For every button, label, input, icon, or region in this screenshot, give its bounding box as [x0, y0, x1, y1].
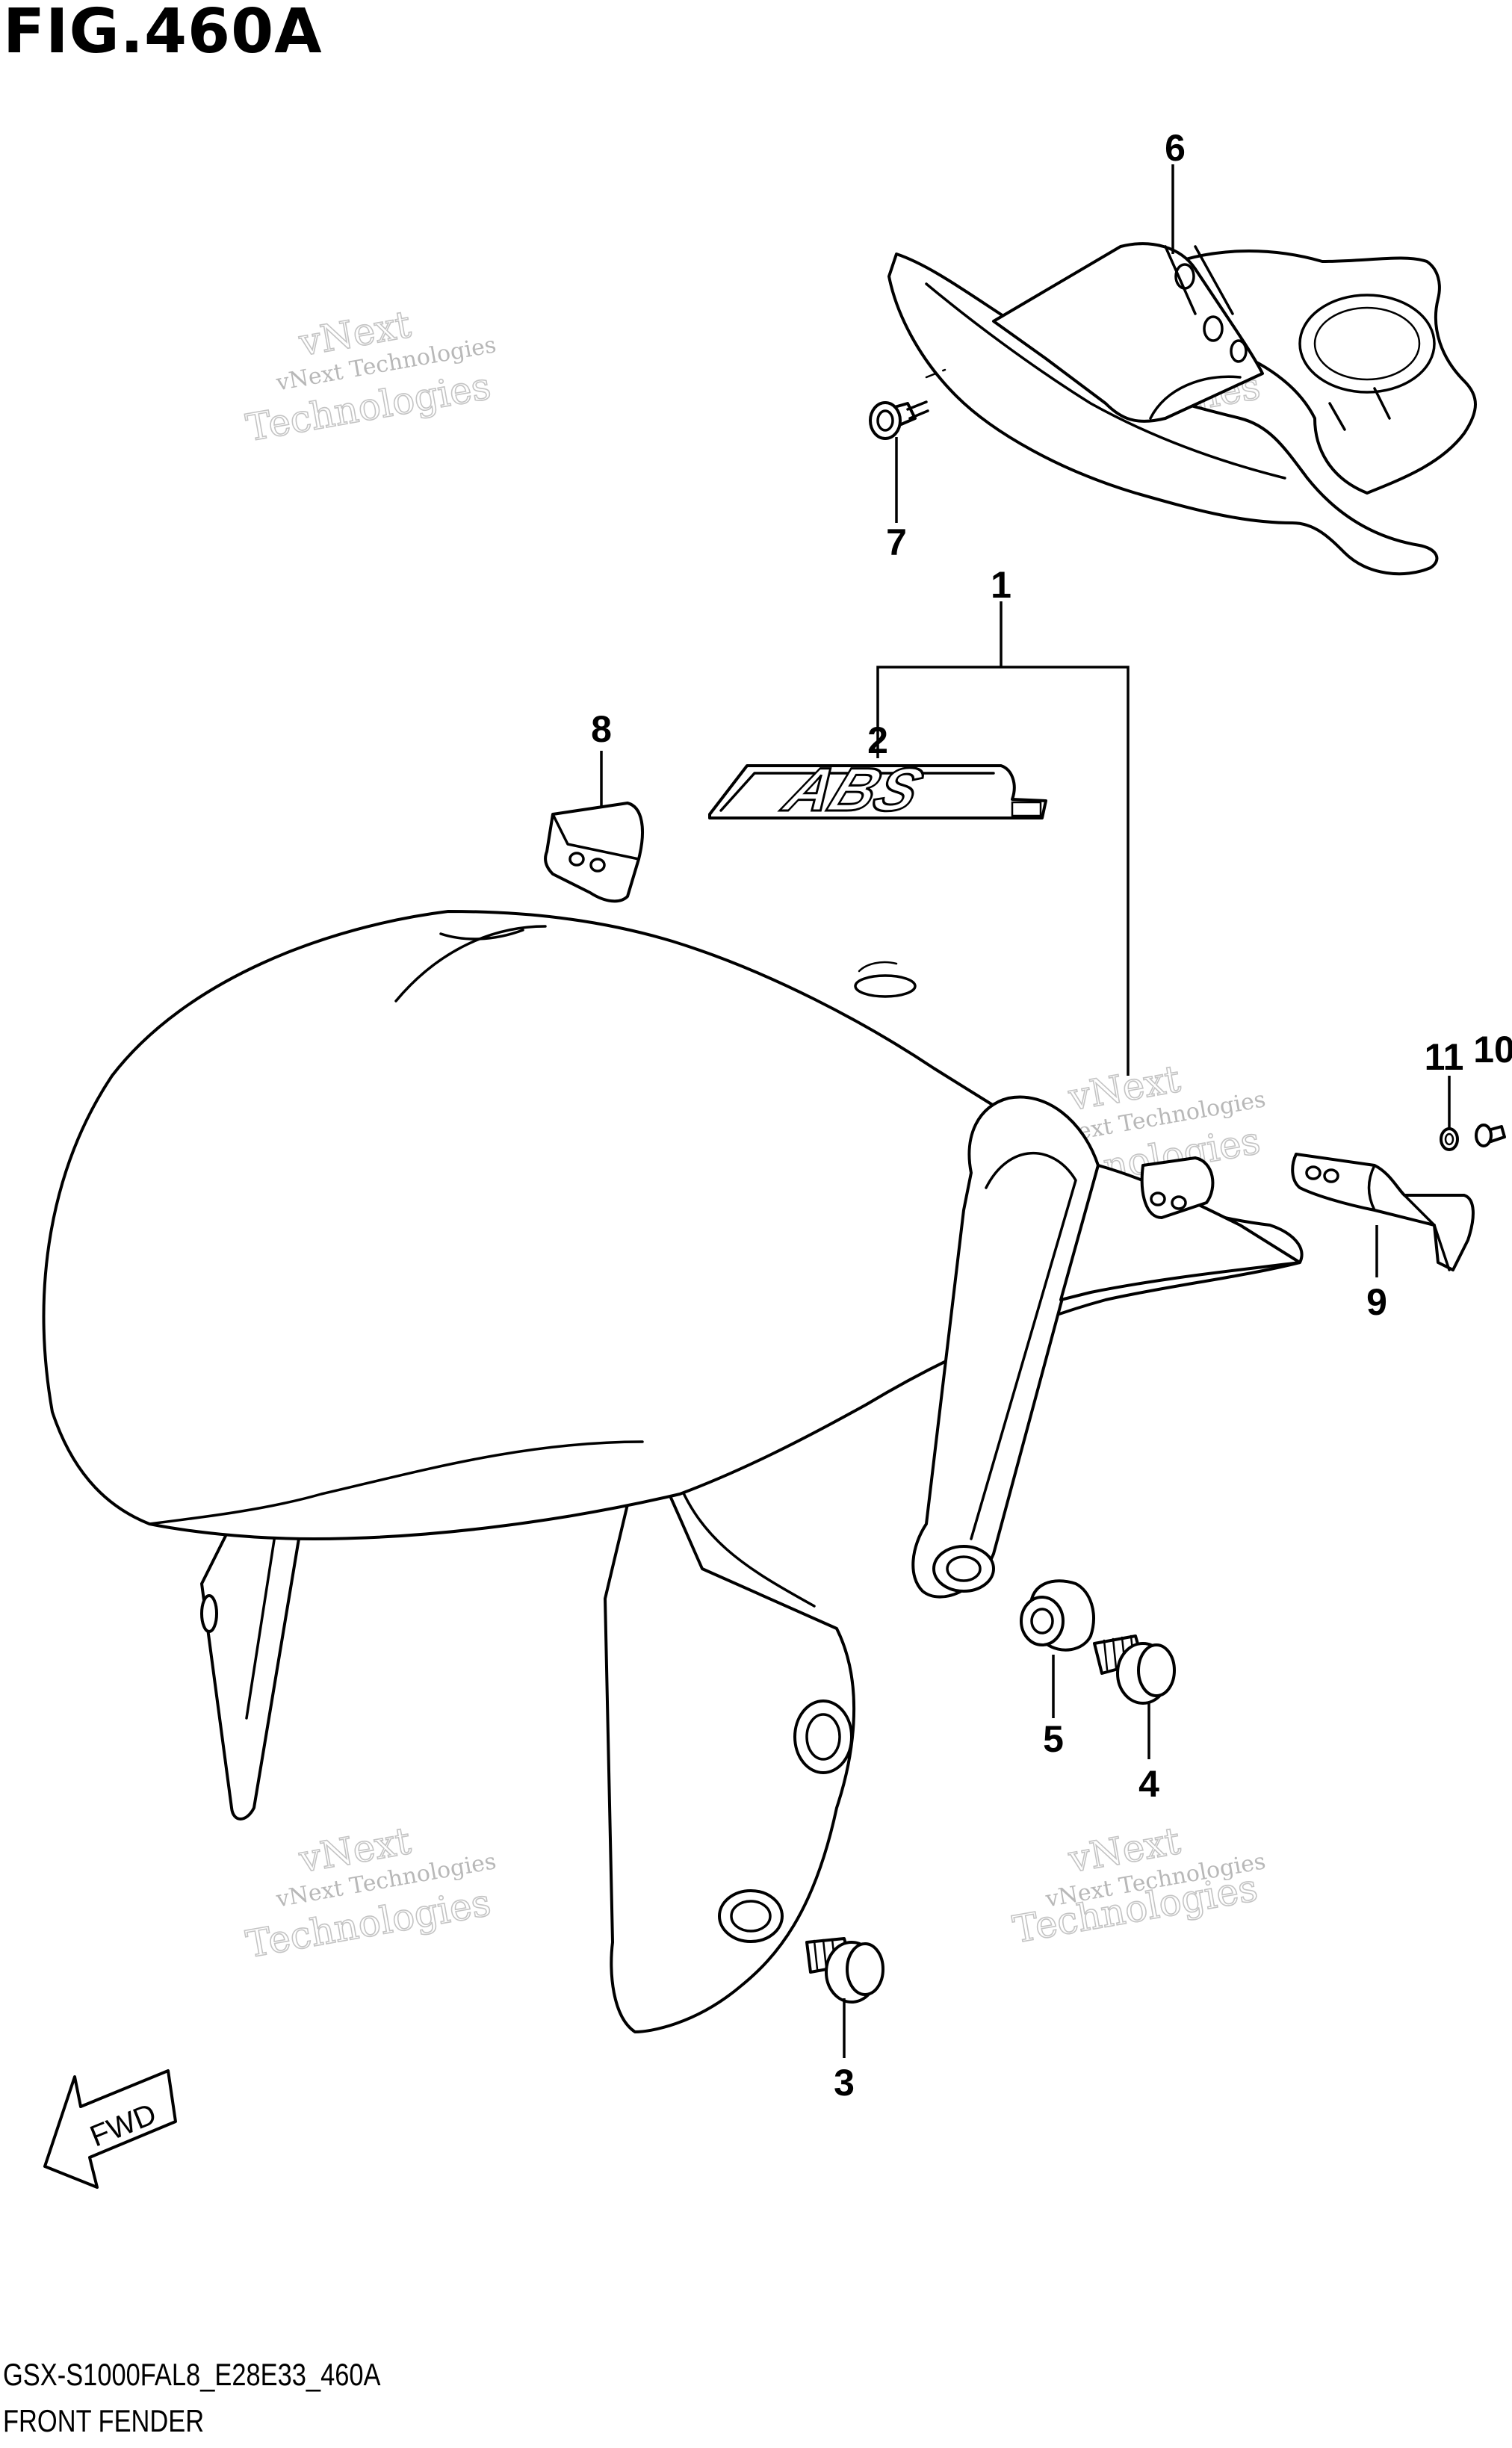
section-name: FRONT FENDER: [3, 2403, 205, 2438]
callout-6: 6: [1165, 127, 1186, 169]
bolt-part-4: [1093, 1634, 1176, 1705]
callout-7: 7: [886, 521, 907, 563]
abs-emblem-part-2: ABS: [708, 754, 1047, 825]
washer-part-11: [1440, 1127, 1459, 1151]
model-code: GSX-S1000FAL8_E28E33_460A: [3, 2357, 381, 2392]
screw-part-7: [869, 368, 946, 440]
figure-title: FIG.460A: [3, 0, 323, 67]
screw-part-10: [1475, 1124, 1506, 1147]
watermark-bottom-right: vNext vNext Technologies Technologies: [1009, 1818, 1268, 1952]
forward-direction-arrow: FWD: [43, 2069, 177, 2189]
grommet-part-5: [1020, 1579, 1095, 1652]
callout-9: 9: [1366, 1281, 1387, 1323]
clip-part-8: [544, 802, 644, 903]
callout-8: 8: [591, 708, 612, 750]
abs-emblem-text: ABS: [774, 756, 932, 824]
callout-4: 4: [1138, 1763, 1159, 1805]
watermark-bottom-left: vNext vNext Technologies Technologies: [242, 1818, 498, 1967]
callout-2: 2: [867, 719, 888, 761]
inner-fender-part-6: [887, 242, 1477, 576]
leader-lines: [600, 164, 1451, 2058]
bolt-part-3: [805, 1937, 884, 2004]
callout-10: 10: [1473, 1029, 1512, 1070]
callout-3: 3: [834, 2062, 855, 2104]
bracket-part-9: [1291, 1153, 1475, 1271]
watermark-top-left: vNext vNext Technologies Technologies: [242, 302, 498, 450]
callout-numbers: 1 2 3 4 5 6 7 8 9 10 11: [591, 127, 1512, 2104]
callout-11: 11: [1425, 1036, 1464, 1078]
callout-1: 1: [991, 564, 1011, 606]
callout-5: 5: [1043, 1718, 1064, 1760]
front-fender-main: [42, 910, 1304, 2033]
